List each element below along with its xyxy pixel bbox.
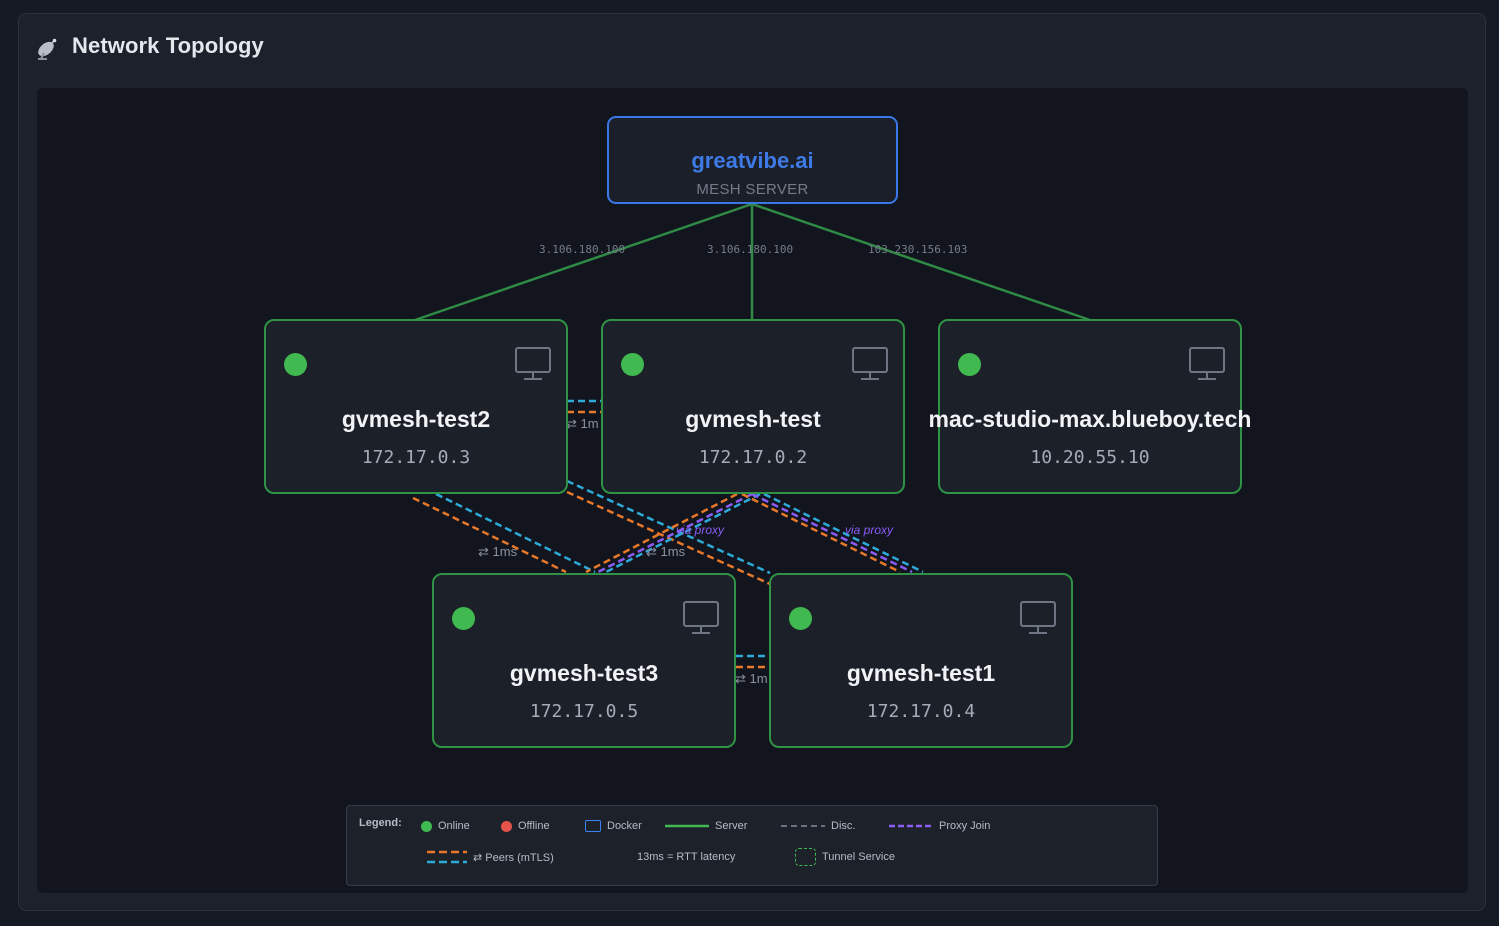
server-role: MESH SERVER: [696, 181, 809, 198]
status-online-dot: [452, 607, 475, 630]
monitor-icon: [1189, 347, 1225, 380]
server-link-label: 3.106.180.100: [707, 243, 793, 256]
legend-label: Online: [438, 820, 470, 832]
satellite-dish-icon: [38, 38, 57, 60]
legend-rtt-note: 13ms = RTT latency: [637, 851, 735, 863]
server-link-labels: 3.106.180.100 3.106.180.100 103.230.156.…: [539, 243, 967, 256]
peer-link-test3-test1: [736, 654, 770, 669]
docker-box-icon: [585, 820, 601, 832]
server-link-label: 3.106.180.100: [539, 243, 625, 256]
rtt-label: ⇄ 1ms: [478, 544, 518, 559]
server-link-mac-studio: [751, 202, 1091, 322]
status-online-dot: [789, 607, 812, 630]
mesh-server-node[interactable]: greatvibe.ai MESH SERVER: [607, 116, 898, 204]
proxy-line-icon: [889, 824, 933, 828]
legend-online: Online: [421, 820, 470, 832]
legend-peers: ⇄ Peers (mTLS): [427, 849, 554, 865]
node-name: gvmesh-test3: [509, 660, 659, 686]
legend-label: Disc.: [831, 820, 856, 832]
node-ip: 10.20.55.10: [1030, 447, 1150, 468]
proxy-label: via proxy: [845, 523, 894, 537]
node-ip: 172.17.0.4: [866, 701, 976, 722]
node-gvmesh-test1[interactable]: gvmesh-test1 172.17.0.4: [769, 573, 1073, 748]
legend-offline: Offline: [501, 820, 550, 832]
legend-label: ⇄ Peers (mTLS): [473, 851, 554, 864]
node-ip: 172.17.0.3: [361, 447, 471, 468]
node-ip: 172.17.0.5: [529, 701, 639, 722]
node-ip: 172.17.0.2: [698, 447, 808, 468]
rtt-label: ⇄ 1m: [566, 416, 599, 431]
server-links: [414, 202, 1091, 322]
legend-title: Legend:: [359, 817, 402, 829]
legend-proxy-join: Proxy Join: [889, 820, 990, 832]
node-gvmesh-test[interactable]: gvmesh-test 172.17.0.2: [601, 319, 905, 494]
legend-label: 13ms = RTT latency: [637, 851, 736, 863]
monitor-icon: [1020, 601, 1056, 634]
legend-tunnel: Tunnel Service: [795, 848, 895, 866]
legend-label: Docker: [607, 820, 642, 832]
status-online-dot: [958, 353, 981, 376]
tunnel-box-icon: [795, 848, 816, 866]
server-name: greatvibe.ai: [691, 148, 814, 173]
peer-link-test2-test3: [412, 492, 596, 574]
legend: Legend: Online Offline Docker Server Dis…: [346, 805, 1158, 886]
online-dot-icon: [421, 820, 432, 832]
status-online-dot: [284, 353, 307, 376]
server-link-gvmesh-test2: [414, 202, 753, 322]
node-gvmesh-test3[interactable]: gvmesh-test3 172.17.0.5: [432, 573, 736, 748]
legend-label: Proxy Join: [939, 820, 991, 832]
node-name: gvmesh-test2: [341, 406, 491, 432]
legend-label: Offline: [518, 820, 550, 832]
rtt-label: ⇄ 1ms: [646, 544, 686, 559]
monitor-icon: [683, 601, 719, 634]
node-name: gvmesh-test1: [846, 660, 996, 686]
peer-link-test-test3: [585, 492, 761, 574]
node-name: gvmesh-test: [685, 406, 821, 432]
monitor-icon: [852, 347, 888, 380]
peer-link-test2-test1: [566, 479, 771, 586]
node-name: mac-studio-max.blueboy.tech: [928, 406, 1252, 432]
disc-line-icon: [781, 825, 825, 827]
page-title: Network Topology: [72, 33, 264, 58]
legend-disc: Disc.: [781, 820, 855, 832]
legend-server: Server: [665, 820, 747, 832]
legend-docker: Docker: [585, 820, 642, 832]
node-mac-studio-max[interactable]: mac-studio-max.blueboy.tech 10.20.55.10: [929, 319, 1251, 494]
peer-lines-icon: [427, 850, 467, 864]
legend-label: Server: [715, 820, 748, 832]
peer-link-test2-test: [567, 399, 601, 414]
proxy-label: via proxy: [676, 523, 725, 537]
server-link-label: 103.230.156.103: [868, 243, 967, 256]
legend-label: Tunnel Service: [822, 851, 895, 863]
rtt-label: ⇄ 1m: [735, 671, 768, 686]
server-line-icon: [665, 824, 709, 828]
node-gvmesh-test2[interactable]: gvmesh-test2 172.17.0.3: [264, 319, 568, 494]
status-online-dot: [621, 353, 644, 376]
peer-link-test-test1: [741, 492, 924, 574]
offline-dot-icon: [501, 820, 512, 832]
monitor-icon: [515, 347, 551, 380]
